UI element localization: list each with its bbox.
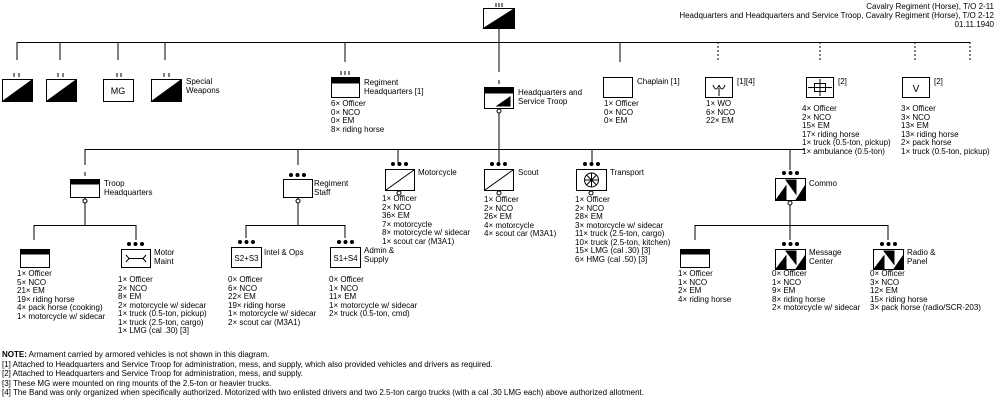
radio-panel-personnel: 0× Officer 3× NCO 12× EM 15× riding hors…: [870, 269, 981, 312]
header-line-2: Headquarters and Headquarters and Servic…: [679, 11, 994, 20]
notes-block: NOTE: Armament carried by armored vehicl…: [2, 350, 644, 398]
scout-label: Scout: [518, 168, 539, 177]
motorcycle-label: Motorcycle: [418, 168, 457, 177]
band-label: [1][4]: [737, 77, 755, 86]
commo-symbol: [775, 178, 806, 201]
header-line-1: Cavalry Regiment (Horse), T/O 2-11: [866, 2, 994, 11]
mg-symbol-text: MG: [111, 86, 126, 96]
intel-ops-symbol-text: S2+S3: [234, 254, 259, 263]
message-center-label: Message Center: [809, 248, 842, 266]
motor-maint-label: Motor Maint: [154, 248, 175, 266]
regiment-hq-label: Regiment Headquarters [1]: [364, 78, 424, 96]
radio-panel-symbol: [872, 249, 904, 270]
commo-label: Commo: [809, 179, 838, 188]
commo-hq-symbol: [680, 249, 710, 268]
hq-service-troop-label: Headquarters and Service Troop: [518, 88, 583, 106]
mg-troop-symbol: [103, 73, 134, 102]
medical-symbol: [806, 77, 834, 98]
motor-maint-personnel: 1× Officer 2× NCO 8× EM 2× motorcycle w/…: [118, 275, 207, 335]
veterinary-symbol: [902, 77, 930, 98]
medical-personnel: 4× Officer 2× NCO 15× EM 17× riding hors…: [802, 104, 891, 156]
admin-supply-symbol-text: S1+S4: [333, 254, 358, 263]
admin-supply-symbol: [330, 247, 361, 268]
squadron-1-symbol: [1, 73, 33, 102]
note-3: [3] These MG were mounted on ring mounts…: [2, 378, 272, 388]
motorcycle-symbol: [385, 169, 415, 191]
squadron-2-symbol: [45, 73, 77, 102]
admin-supply-personnel: 0× Officer 1× NCO 11× EM 1× motorcycle w…: [329, 275, 418, 318]
medical-label: [2]: [838, 77, 847, 86]
chaplain-personnel: 1× Officer 0× NCO 0× EM: [604, 99, 639, 125]
header-line-3: 01.11.1940: [954, 20, 994, 29]
special-weapons-symbol: [150, 73, 182, 102]
note-2: [2] Attached to Headquarters and Service…: [2, 369, 303, 378]
veterinary-personnel: 3× Officer 3× NCO 13× EM 13× riding hors…: [901, 104, 990, 156]
note-1: [1] Attached to Headquarters and Service…: [2, 359, 493, 369]
note-title: NOTE:: [2, 350, 27, 359]
admin-supply-label: Admin & Supply: [364, 246, 395, 264]
note-text: Armament carried by armored vehicles is …: [26, 350, 270, 359]
regiment-symbol: [482, 3, 515, 29]
scout-personnel: 1× Officer 2× NCO 26× EM 4× motorcycle 4…: [484, 195, 557, 238]
intel-ops-personnel: 0× Officer 6× NCO 22× EM 19× riding hors…: [228, 275, 317, 327]
chart-header: Cavalry Regiment (Horse), T/O 2-11 Headq…: [679, 2, 994, 29]
troop-hq-symbol: [70, 172, 100, 198]
chaplain-symbol: [603, 77, 633, 98]
transport-personnel: 1× Officer 2× NCO 28× EM 3× motorcycle w…: [575, 195, 671, 264]
band-personnel: 1× WO 6× NCO 22× EM: [706, 99, 736, 125]
radio-panel-label: Radio & Panel: [907, 248, 936, 266]
transport-label: Transport: [610, 168, 644, 177]
hq-service-troop-symbol: [484, 80, 514, 109]
regiment-staff-label: Regiment Staff: [314, 179, 349, 197]
commo-hq-personnel: 1× Officer 1× NCO 2× EM 4× riding horse: [678, 269, 732, 304]
motor-maint-symbol: [121, 249, 151, 268]
motorcycle-personnel: 1× Officer 2× NCO 36× EM 7× motorcycle 8…: [382, 194, 471, 246]
intel-ops-label: Intel & Ops: [264, 248, 304, 257]
veterinary-label: [2]: [934, 77, 943, 86]
regiment-hq-symbol: [331, 71, 360, 98]
scout-symbol: [484, 169, 514, 191]
transport-symbol: [576, 169, 607, 191]
chaplain-label: Chaplain [1]: [637, 77, 680, 86]
message-center-symbol: [774, 249, 806, 270]
special-weapons-label: Special Weapons: [186, 77, 220, 95]
regiment-staff-symbol: [283, 179, 313, 198]
veterinary-symbol-text: V: [913, 84, 920, 95]
troop-hq-label: Troop Headquarters: [104, 179, 153, 197]
band-symbol: [705, 77, 733, 98]
note-general: NOTE: Armament carried by armored vehicl…: [2, 350, 644, 360]
intel-ops-symbol: [231, 247, 262, 268]
note-4: [4] The Band was only organized when spe…: [2, 388, 644, 397]
regiment-hq-personnel: 6× Officer 0× NCO 0× EM 8× riding horse: [331, 99, 385, 134]
troop-hq-sub-personnel: 1× Officer 5× NCO 21× EM 19× riding hors…: [17, 269, 106, 321]
troop-hq-sub-symbol: [20, 249, 50, 268]
message-center-personnel: 0× Officer 1× NCO 9× EM 8× riding horse …: [772, 269, 861, 312]
